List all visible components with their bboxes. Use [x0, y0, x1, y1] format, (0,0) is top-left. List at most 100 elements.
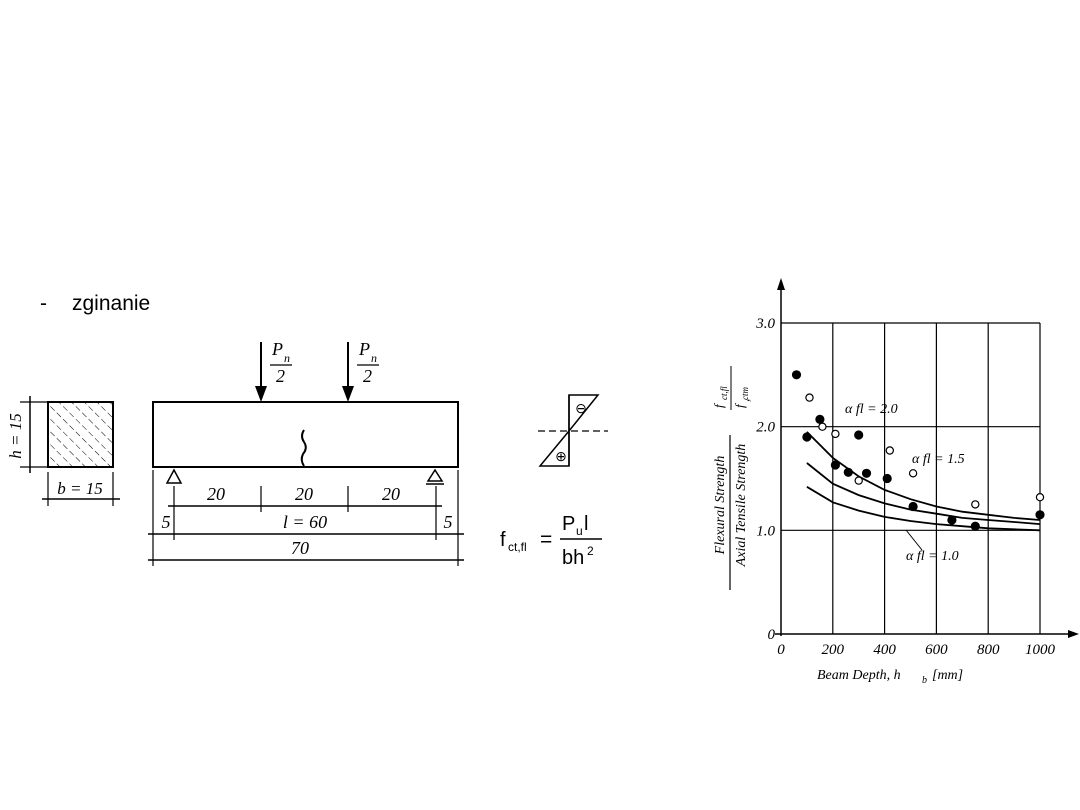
x-axis-label: Beam Depth, h: [817, 668, 901, 683]
alpha-curve-1: [806, 462, 1041, 525]
data-point-filled: [947, 515, 957, 525]
y-axis-ratio-numerator: f: [711, 402, 726, 408]
y-tick-label: 3.0: [755, 316, 775, 332]
curve-label-1-5: α fl = 1.5: [912, 452, 965, 467]
data-point-filled: [815, 414, 825, 424]
y-axis-arrow: [777, 278, 785, 290]
x-axis-title: Beam Depth, h b [mm]: [817, 668, 963, 686]
curve-label-2-0: α fl = 2.0: [845, 402, 898, 417]
load-arrow-right: [342, 386, 354, 402]
y-axis-title: Flexural Strength Axial Tensile Strength…: [711, 366, 752, 590]
svg-text:P: P: [271, 339, 283, 359]
svg-text:α fl = 1.0: α fl = 1.0: [906, 549, 959, 564]
curve-label-1-0: α fl = 1.0: [905, 529, 959, 564]
formula-lhs: f: [500, 529, 506, 551]
data-point-filled: [908, 501, 918, 512]
x-tick-label: 0: [777, 642, 785, 658]
y-tick-label: 1.0: [756, 523, 775, 539]
load-label-right: P n 2: [357, 339, 379, 386]
data-point-open: [805, 393, 814, 402]
x-tick-label: 600: [925, 642, 948, 658]
chart-tick-labels: 0 200 400 600 800 1000 0 1.0 2.0 3.0: [755, 316, 1055, 658]
data-point-filled: [802, 432, 812, 442]
svg-text:n: n: [371, 351, 377, 365]
data-point-filled: [861, 468, 872, 478]
data-point-open: [885, 446, 895, 455]
x-tick-label: 200: [822, 642, 845, 658]
x-axis-label-subscript: b: [922, 675, 927, 686]
size-effect-chart: 0 200 400 600 800 1000 0 1.0 2.0 3.0 Beam Depth, …: [711, 278, 1079, 686]
bullet-item: - zginanie: [40, 292, 150, 316]
svg-text:α fl = 2.0: α fl = 2.0: [845, 402, 898, 417]
chart-curves: [806, 431, 1041, 532]
data-point-filled: [854, 430, 864, 440]
total-length-label: 70: [291, 538, 309, 558]
formula-denominator-superscript: 2: [587, 544, 594, 558]
alpha-curve-2: [806, 486, 1041, 532]
formula-numerator-subscript: u: [576, 524, 583, 538]
chart-points: [791, 370, 1045, 531]
y-axis-ratio-denominator-subscript: ctm: [740, 387, 750, 400]
y-axis-ratio-numerator-subscript: ct,fl: [719, 386, 729, 400]
data-point-filled: [843, 467, 853, 477]
svg-text:α fl = 1.5: α fl = 1.5: [912, 452, 965, 467]
y-axis-ratio-denominator: f: [732, 402, 747, 408]
formula-numerator-tail: l: [584, 513, 588, 535]
data-point-filled: [791, 370, 802, 380]
segment-2-label: 20: [295, 484, 313, 504]
formula-denominator: bh: [562, 547, 584, 569]
y-axis-label-line2: Axial Tensile Strength: [734, 444, 749, 568]
stress-diagram: ⊖ ⊕: [538, 394, 608, 467]
compression-sign: ⊖: [575, 400, 587, 416]
load-arrow-left: [255, 386, 267, 402]
y-tick-label: 0: [768, 627, 776, 643]
section-height-label: h = 15: [6, 413, 25, 458]
y-axis-label-line1: Flexural Strength: [713, 456, 728, 556]
x-axis-unit: [mm]: [932, 668, 963, 683]
data-point-open: [831, 429, 840, 439]
section-rectangle: [47, 401, 114, 468]
svg-text:n: n: [284, 351, 290, 365]
data-point-open: [908, 469, 918, 478]
x-tick-label: 400: [873, 642, 896, 658]
svg-text:2: 2: [276, 366, 285, 386]
flexural-strength-formula: f ct,fl = P u l bh 2: [500, 513, 602, 569]
beam-body: [152, 401, 459, 468]
cross-section: h = 15 b = 15: [6, 396, 120, 506]
segment-3-label: 20: [382, 484, 400, 504]
overhang-left-label: 5: [162, 512, 171, 532]
formula-lhs-subscript: ct,fl: [508, 540, 527, 554]
beam-diagram: P n 2 P n 2 20 20 20 5 5 l = 60 70: [148, 339, 464, 566]
data-point-filled: [882, 473, 892, 484]
crack-mark: [300, 429, 307, 467]
data-point-filled: [970, 521, 980, 531]
data-point-filled: [830, 460, 841, 470]
bullet-dash: -: [40, 292, 47, 315]
data-point-open: [854, 476, 863, 485]
svg-text:,: ,: [737, 399, 752, 402]
data-point-open: [818, 422, 827, 431]
svg-text:P: P: [358, 339, 370, 359]
y-tick-label: 2.0: [756, 420, 775, 436]
data-point-open: [1035, 493, 1045, 502]
section-width-label: b = 15: [57, 479, 102, 498]
x-axis-arrow: [1068, 630, 1079, 638]
data-point-open: [971, 500, 980, 509]
chart-grid: [781, 322, 1041, 634]
support-right: [426, 468, 444, 482]
overhang-right-label: 5: [444, 512, 453, 532]
svg-text:2: 2: [363, 366, 372, 386]
load-label-left: P n 2: [270, 339, 292, 386]
span-label: l = 60: [283, 512, 327, 532]
tension-sign: ⊕: [555, 448, 567, 464]
bullet-text: zginanie: [72, 292, 151, 315]
data-point-filled: [1035, 510, 1045, 520]
x-tick-label: 800: [977, 642, 1000, 658]
formula-numerator: P: [562, 513, 575, 535]
segment-1-label: 20: [207, 484, 225, 504]
x-tick-label: 1000: [1025, 642, 1056, 658]
alpha-curve-0: [806, 431, 1041, 521]
formula-equals: =: [540, 528, 552, 551]
support-left: [165, 468, 183, 484]
